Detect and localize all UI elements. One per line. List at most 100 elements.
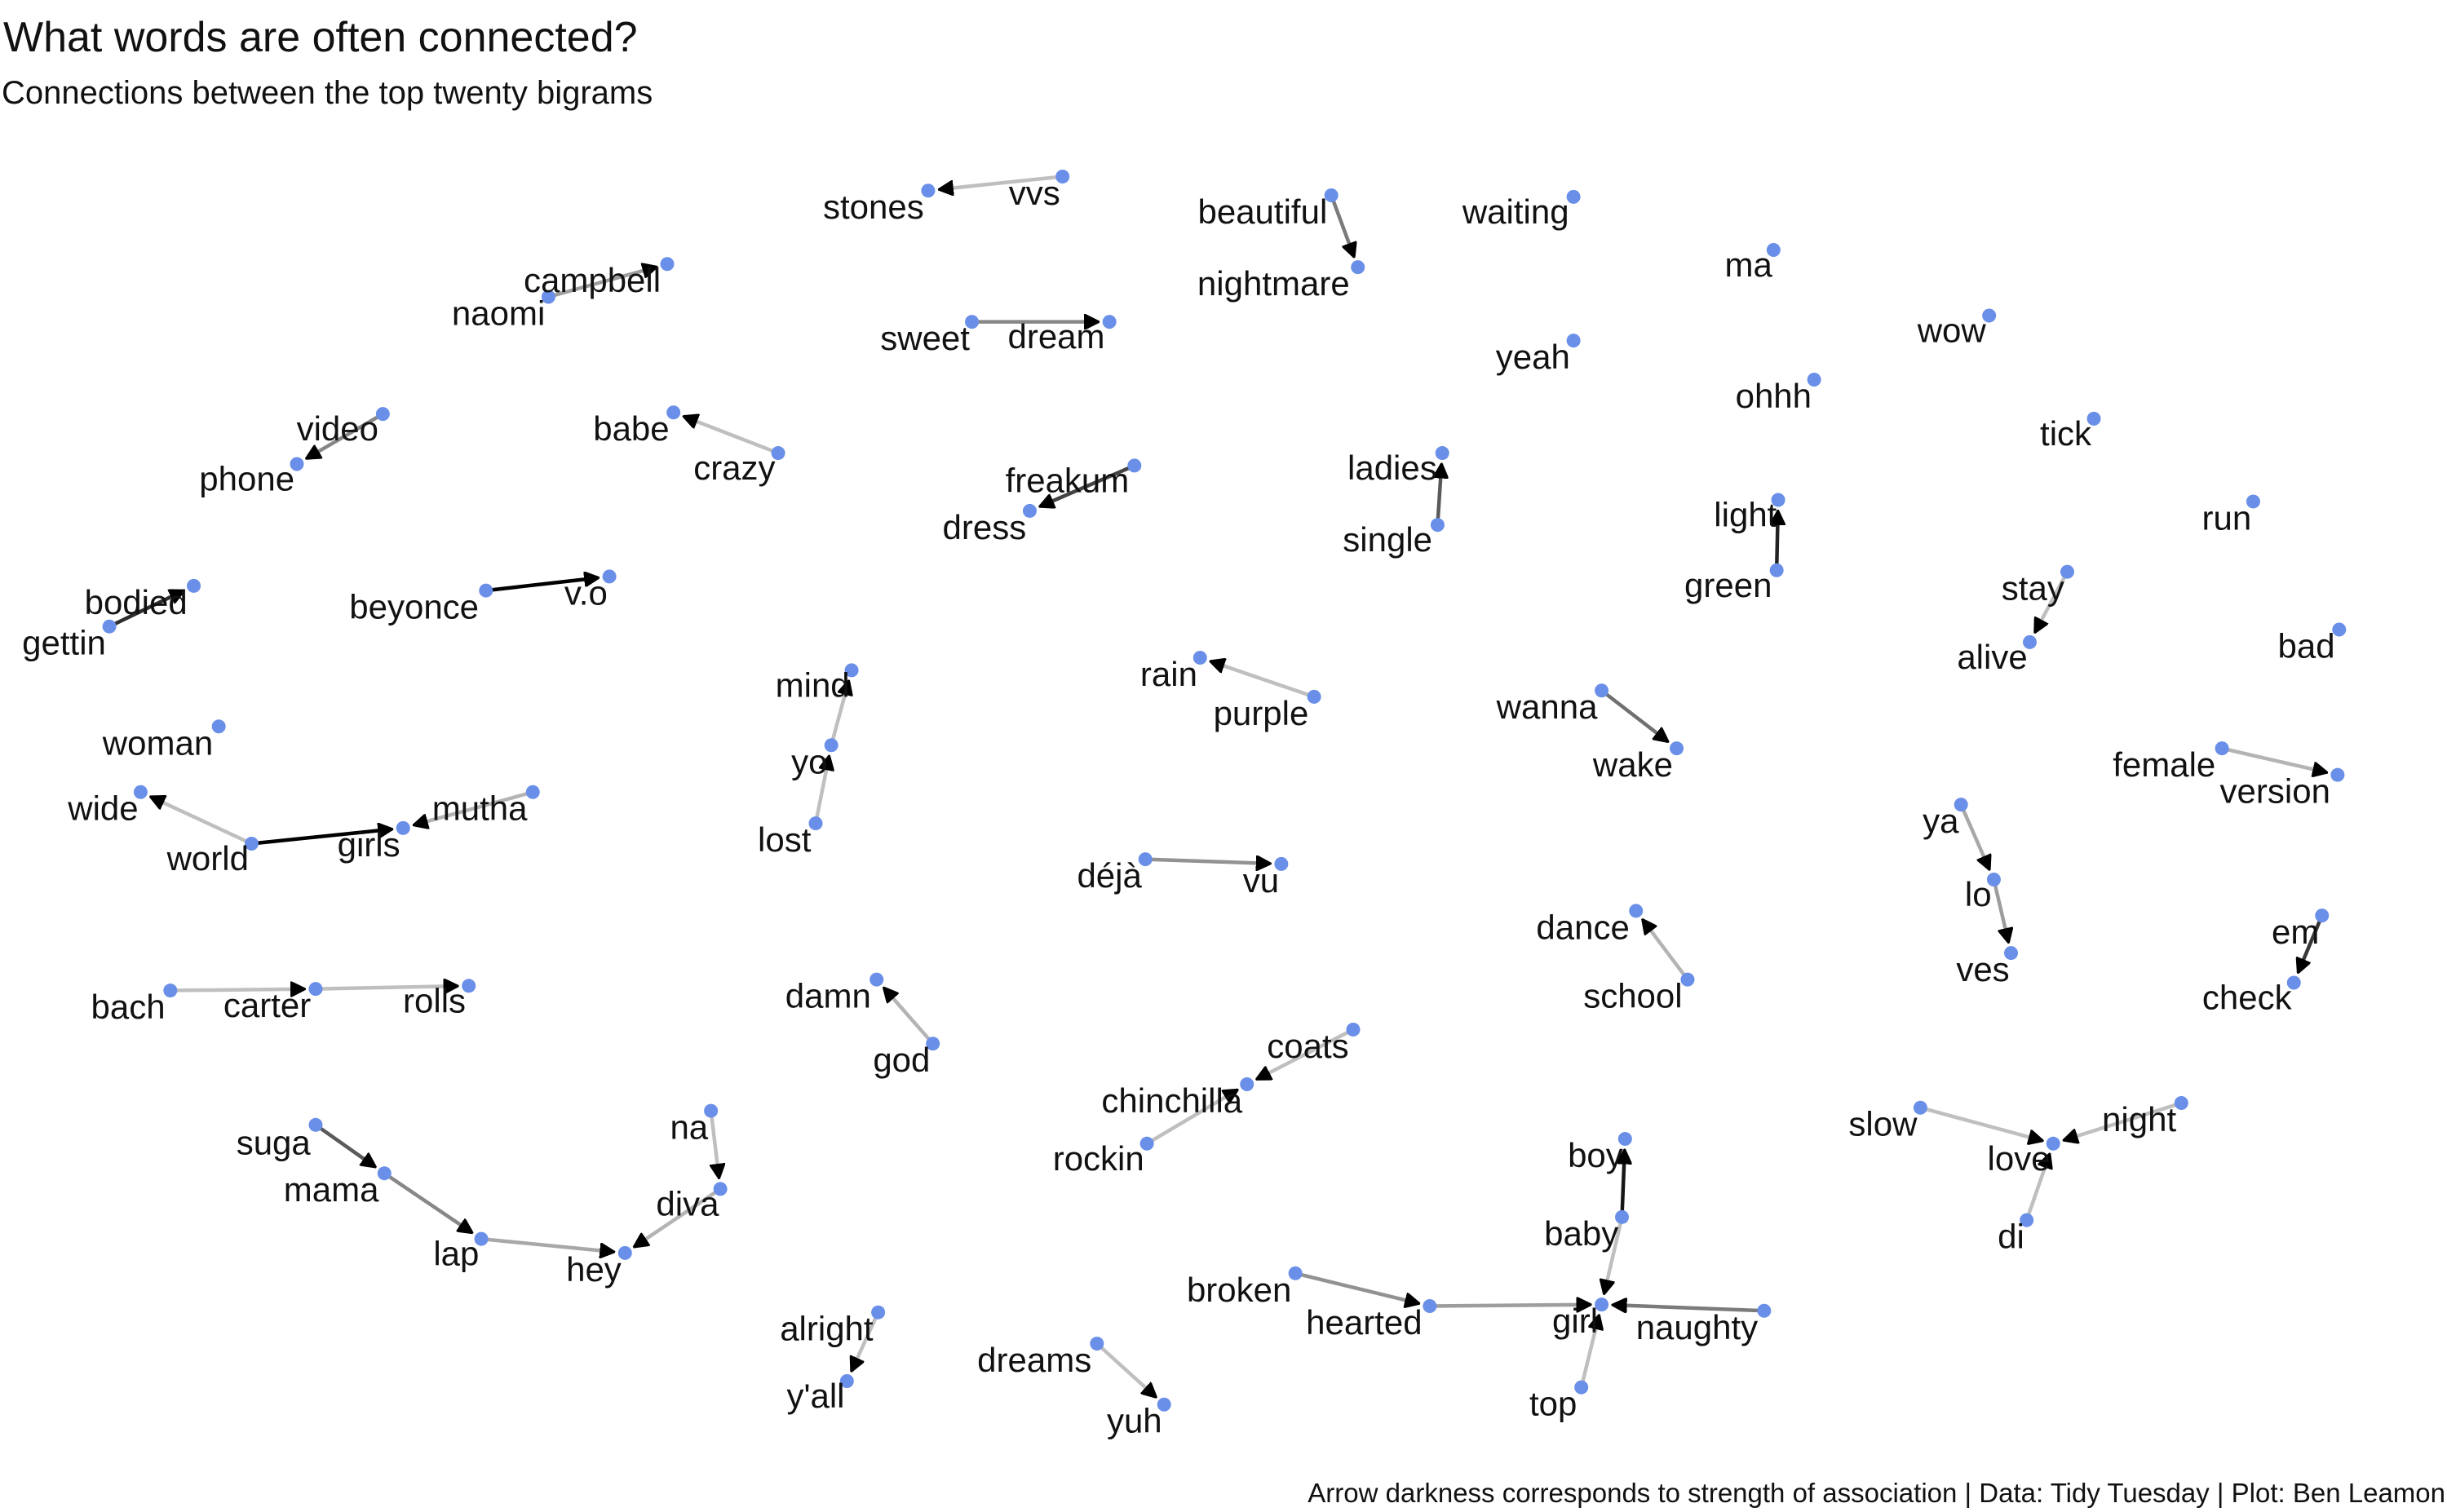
node-hearted [1423, 1299, 1437, 1314]
node-night [2174, 1095, 2188, 1110]
node-label-d-j: déjà [1077, 856, 1142, 895]
node-label-ma: ma [1724, 245, 1772, 284]
node-label-sweet: sweet [880, 319, 970, 357]
node-school [1680, 972, 1695, 987]
node-d-j [1138, 852, 1153, 867]
node-y-all [839, 1373, 854, 1388]
edge-coats-chinchilla [1257, 1028, 1355, 1081]
edge-lap-hey [480, 1236, 613, 1252]
node-slow [1913, 1100, 1927, 1115]
node-label-beautiful: beautiful [1197, 192, 1327, 231]
edge-beautiful-nightmare [1330, 194, 1354, 256]
node-rockin [1139, 1136, 1154, 1151]
node-label-freakum: freakum [1006, 461, 1130, 499]
chart-caption: Arrow darkness corresponds to strength o… [1308, 1478, 2445, 1508]
node-bad [2332, 622, 2347, 637]
node-label-night: night [2102, 1100, 2176, 1138]
node-label-y-all: y'all [786, 1377, 844, 1415]
node-love [2046, 1136, 2060, 1151]
node-damn [870, 972, 884, 987]
node-label-alive: alive [1957, 638, 2027, 676]
node-label-wow: wow [1917, 312, 1987, 350]
node-label-lost: lost [758, 820, 812, 859]
node-rain [1193, 651, 1207, 665]
node-waiting [1566, 189, 1581, 204]
node-label-lo: lo [1965, 875, 1992, 913]
node-wake [1670, 741, 1684, 756]
node-label-na: na [670, 1108, 708, 1147]
node-world [244, 836, 259, 851]
node-label-babe: babe [593, 409, 669, 448]
node-label-campbell: campbell [524, 261, 661, 299]
node-gettin [102, 619, 117, 634]
edge-di-love [2024, 1155, 2050, 1221]
node-label-bad: bad [2278, 627, 2335, 665]
node-freakum [1127, 458, 1142, 473]
node-label-purple: purple [1214, 694, 1309, 732]
node-ya [1954, 798, 1968, 812]
edge-bach-carter [170, 989, 304, 991]
node-label-stay: stay [2002, 569, 2064, 608]
node-label-baby: baby [1544, 1214, 1618, 1253]
node-label-v-o: v.o [564, 573, 608, 612]
edge-video-phone [307, 412, 384, 458]
node-ma [1766, 243, 1781, 258]
node-label-yuh: yuh [1107, 1402, 1162, 1440]
node-beyonce [479, 583, 493, 598]
node-dream [1102, 315, 1117, 329]
node-lap [474, 1231, 489, 1246]
node-label-run: run [2202, 498, 2252, 537]
node-alive [2022, 634, 2037, 649]
node-label-single: single [1343, 520, 1432, 559]
chart-subtitle: Connections between the top twenty bigra… [2, 75, 653, 111]
node-ves [2004, 946, 2019, 961]
node-broken [1288, 1266, 1303, 1280]
node-label-woman: woman [102, 723, 213, 762]
node-girls [396, 820, 410, 835]
node-campbell [660, 257, 675, 272]
node-bodied [187, 578, 201, 593]
node-label-wide: wide [67, 789, 138, 828]
node-stay [2060, 564, 2074, 579]
node-hey [617, 1245, 632, 1260]
node-female [2215, 741, 2229, 756]
node-label-dream: dream [1007, 317, 1104, 356]
node-label-coats: coats [1267, 1027, 1348, 1065]
node-label-phone: phone [199, 460, 294, 498]
edge-yo-mind [829, 681, 848, 746]
edge-carter-rolls [315, 986, 458, 989]
node-label-em: em [2272, 913, 2319, 951]
node-label-girl: girl [1552, 1302, 1598, 1340]
node-single [1430, 518, 1445, 533]
node-boy [1617, 1132, 1632, 1147]
node-stones [921, 183, 936, 198]
node-purple [1307, 689, 1321, 704]
node-label-vvs: vvs [1009, 174, 1060, 212]
node-label-video: video [297, 409, 378, 448]
edge-school-dance [1643, 920, 1689, 981]
node-god [926, 1037, 940, 1051]
edge-top-girl [1579, 1315, 1600, 1388]
node-mutha [525, 785, 540, 799]
node-video [375, 407, 390, 422]
node-label-hey: hey [566, 1250, 622, 1289]
node-lost [808, 816, 823, 831]
node-label-school: school [1583, 977, 1682, 1015]
node-wow [1982, 308, 1997, 323]
node-run [2246, 494, 2260, 509]
node-nightmare [1351, 260, 1365, 275]
node-label-female: female [2113, 745, 2215, 784]
node-baby [1614, 1209, 1629, 1224]
node-label-bach: bach [91, 988, 166, 1026]
node-dress [1022, 503, 1037, 518]
node-label-ladies: ladies [1347, 449, 1437, 487]
edge-slow-love [1919, 1106, 2042, 1140]
node-label-yo: yo [791, 742, 827, 780]
edge-diva-hey [635, 1187, 722, 1247]
node-label-ves: ves [1956, 950, 2009, 988]
node-mind [844, 663, 859, 678]
node-label-wanna: wanna [1496, 687, 1598, 726]
node-label-girls: girls [338, 825, 400, 864]
node-ladies [1435, 446, 1449, 461]
